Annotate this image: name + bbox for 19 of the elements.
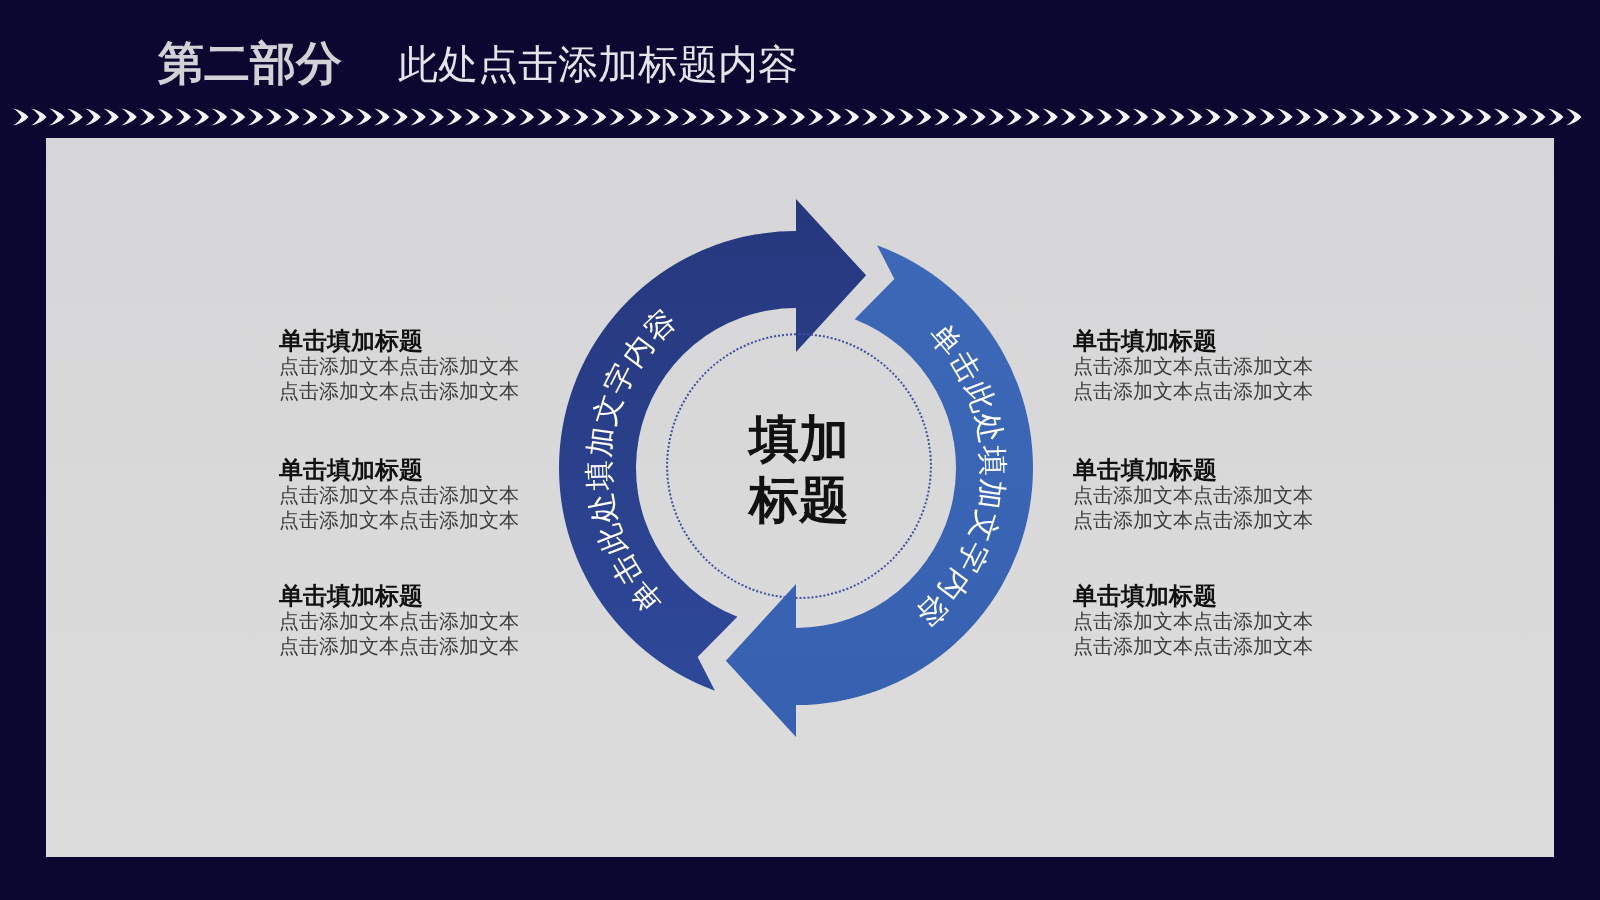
item-heading: 单击填加标题 <box>1073 581 1217 610</box>
item-heading: 单击填加标题 <box>279 326 423 355</box>
item-text: 点击添加文本点击添加文本点击添加文本点击添加文本 <box>1073 609 1314 659</box>
curved-text: 单击此处填加文字内容 <box>908 316 1012 635</box>
slide-title: 此处点击添加标题内容 <box>398 40 798 88</box>
curved-text: 单击此处填加文字内容 <box>580 301 684 620</box>
cycle-segment <box>725 245 1033 737</box>
item-text: 点击添加文本点击添加文本点击添加文本点击添加文本 <box>1073 354 1314 404</box>
item-heading: 单击填加标题 <box>1073 455 1217 484</box>
item-text: 点击添加文本点击添加文本点击添加文本点击添加文本 <box>279 483 520 533</box>
section-label: 第二部分 <box>158 36 342 91</box>
item-text: 点击添加文本点击添加文本点击添加文本点击添加文本 <box>1073 483 1314 533</box>
item-heading: 单击填加标题 <box>1073 326 1217 355</box>
item-heading: 单击填加标题 <box>279 581 423 610</box>
item-text: 点击添加文本点击添加文本点击添加文本点击添加文本 <box>279 354 520 404</box>
item-text: 点击添加文本点击添加文本点击添加文本点击添加文本 <box>279 609 520 659</box>
center-title: 填加标题 <box>746 408 850 530</box>
item-heading: 单击填加标题 <box>279 455 423 484</box>
cycle-segment <box>559 199 867 691</box>
